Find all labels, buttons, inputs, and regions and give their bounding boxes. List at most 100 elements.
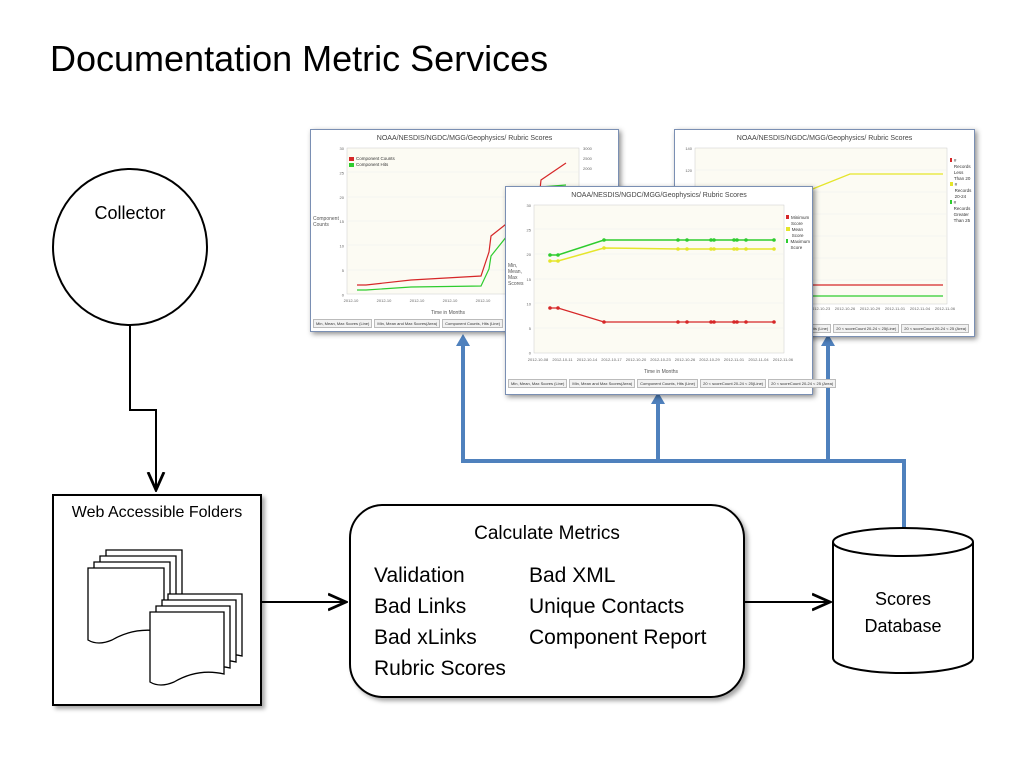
- data-point: [735, 320, 739, 324]
- chart-tabs: Min, Mean, Max Scores (Line) Min, Mean a…: [313, 319, 533, 328]
- tick-label: 120: [685, 168, 692, 173]
- x-axis-label: Time in Months: [431, 310, 465, 316]
- tick-label: 2012-11-01: [885, 306, 906, 311]
- legend-item: # Records 20-24: [950, 182, 972, 200]
- document-stack-icon: [87, 549, 243, 686]
- data-point: [744, 238, 748, 242]
- tick-label: 2012-10-17: [601, 357, 622, 362]
- tick-label: 2012-10: [377, 298, 392, 303]
- legend-item: Component Hits: [349, 162, 395, 168]
- data-point: [685, 247, 689, 251]
- tick-label: 2012-10-23: [810, 306, 831, 311]
- tick-label: 10: [527, 301, 532, 306]
- chart-tab[interactable]: Min, Mean, Max Scores (Line): [508, 379, 568, 388]
- web-accessible-folders-box: Web Accessible Folders: [52, 494, 262, 706]
- chart-title: NOAA/NESDIS/NGDC/MGG/Geophysics/ Rubric …: [376, 135, 553, 142]
- tick-label: 2012-11-04: [748, 357, 769, 362]
- y-axis-label: Min, Mean, Max Scores: [508, 263, 524, 287]
- data-point: [676, 320, 680, 324]
- metric-item: Validation: [374, 564, 465, 587]
- chart-tabs: Hits (Line) 20 < scoreCount 20-24 < 25(L…: [807, 324, 970, 333]
- data-point: [709, 247, 713, 251]
- tick-label: 2012-10-26: [675, 357, 696, 362]
- data-point: [548, 253, 552, 257]
- tick-label: 30: [527, 203, 532, 208]
- blue-arrowheads: [456, 334, 835, 404]
- data-point: [772, 247, 776, 251]
- tick-label: 0: [529, 351, 532, 356]
- metric-item: Bad xLinks: [374, 626, 477, 649]
- data-point: [709, 320, 713, 324]
- calculate-metrics-title: Calculate Metrics: [474, 523, 620, 544]
- chart-tab[interactable]: Component Counts, Hits (Line): [442, 319, 504, 328]
- chart-title: NOAA/NESDIS/NGDC/MGG/Geophysics/ Rubric …: [736, 135, 913, 142]
- data-point: [556, 253, 560, 257]
- tick-label: 140: [685, 146, 692, 151]
- collector-circle: [52, 168, 208, 326]
- tick-label: 10: [340, 244, 345, 249]
- data-point: [548, 306, 552, 310]
- y-axis-label: Component Counts: [313, 216, 339, 228]
- tick-label: 2012-10-29: [860, 306, 881, 311]
- data-point: [676, 247, 680, 251]
- data-point: [602, 320, 606, 324]
- data-point: [712, 247, 716, 251]
- data-point: [772, 238, 776, 242]
- chart-legend: Component Counts Component Hits: [349, 156, 395, 168]
- metric-item: Rubric Scores: [374, 657, 506, 680]
- legend-item: Component Counts: [349, 156, 395, 162]
- chart-tab[interactable]: 20 < scoreCount 20-24 < 25 (Area): [768, 379, 837, 388]
- data-point: [602, 246, 606, 250]
- tick-label: 2012-10-29: [699, 357, 720, 362]
- x-axis-label: Time in Months: [644, 369, 678, 375]
- data-point: [556, 306, 560, 310]
- tick-label: 2012-10-11: [552, 357, 573, 362]
- data-point: [676, 238, 680, 242]
- chart-tab[interactable]: Min, Mean and Max Scores(Area): [569, 379, 636, 388]
- legend-item: Maximum Score: [786, 239, 810, 251]
- tick-label: 2012-10: [344, 298, 359, 303]
- tick-label: 30: [340, 146, 345, 151]
- tick-label: 5: [342, 268, 345, 273]
- chart-tab[interactable]: 20 < scoreCount 20-24 < 25 (Area): [901, 324, 970, 333]
- page-title: Documentation Metric Services: [50, 38, 549, 79]
- data-point: [712, 320, 716, 324]
- tick-label: 5: [529, 326, 532, 331]
- tick-label: 0: [342, 292, 345, 297]
- data-point: [735, 238, 739, 242]
- tick-label: 2500: [583, 156, 593, 161]
- chart-tabs: Min, Mean, Max Scores (Line) Min, Mean a…: [508, 379, 837, 388]
- chart-legend: # Records Less Than 20 # Records 20-24 #…: [950, 158, 972, 224]
- data-point: [685, 238, 689, 242]
- tick-label: 2012-10: [410, 298, 425, 303]
- chart-tab[interactable]: Min, Mean, Max Scores (Line): [313, 319, 373, 328]
- chart-tab[interactable]: 20 < scoreCount 20-24 < 25(Line): [700, 379, 767, 388]
- data-point: [548, 259, 552, 263]
- chart-tab[interactable]: 20 < scoreCount 20-24 < 25(Line): [833, 324, 900, 333]
- metric-item: Component Report: [529, 626, 707, 649]
- legend-item: Mean Score: [786, 227, 810, 239]
- metrics-right-list: Bad XML Unique Contacts Component Report: [529, 560, 706, 653]
- data-point: [772, 320, 776, 324]
- tick-label: 15: [340, 219, 345, 224]
- tick-label: 2012-10: [476, 298, 491, 303]
- data-point: [712, 238, 716, 242]
- database-label: Scores Database: [864, 589, 942, 636]
- tick-label: 2012-10: [443, 298, 458, 303]
- tick-label: 15: [527, 277, 532, 282]
- chart-tab[interactable]: Component Counts, Hits (Line): [637, 379, 699, 388]
- data-point: [735, 247, 739, 251]
- tick-label: 20: [340, 195, 345, 200]
- min-mean-max-scores-chart-screenshot: NOAA/NESDIS/NGDC/MGG/Geophysics/ Rubric …: [505, 186, 837, 395]
- metric-item: Bad Links: [374, 595, 467, 618]
- tick-label: 3000: [583, 146, 593, 151]
- chart-tab[interactable]: Min, Mean and Max Scores(Area): [374, 319, 441, 328]
- data-point: [709, 238, 713, 242]
- tick-label: 20: [527, 252, 532, 257]
- tick-label: 2000: [583, 166, 593, 171]
- tick-label: 2012-11-01: [724, 357, 745, 362]
- tick-label: 25: [340, 170, 345, 175]
- metric-item: Bad XML: [529, 564, 616, 587]
- metric-item: Unique Contacts: [529, 595, 685, 618]
- chart-legend: Minimum Score Mean Score Maximum Score: [786, 215, 810, 251]
